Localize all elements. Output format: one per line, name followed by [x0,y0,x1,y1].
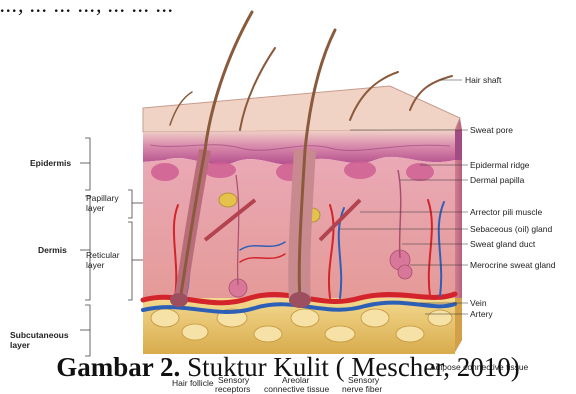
label-sensory-receptors-2: receptors [215,384,250,394]
caption-number: Gambar 2. [56,352,180,382]
label-artery: Artery [470,309,493,319]
label-sweat-pore: Sweat pore [470,125,513,135]
label-epidermal-ridge: Epidermal ridge [470,160,530,170]
caption-text: Stuktur Kulit ( Mescher, 2010) [180,352,519,382]
label-hair-shaft: Hair shaft [465,75,502,85]
label-epidermis: Epidermis [30,158,71,168]
label-sweat-gland-duct: Sweat gland duct [470,239,536,249]
label-sebaceous-gland: Sebaceous (oil) gland [470,224,552,234]
label-dermis: Dermis [38,245,67,255]
label-reticular-2: layer [86,260,105,270]
label-areolar-2: connective tissue [264,384,329,394]
layer-brackets [80,138,143,356]
label-dermal-papilla: Dermal papilla [470,175,525,185]
label-vein: Vein [470,298,487,308]
label-reticular-1: Reticular [86,250,120,260]
label-papillary-1: Papillary [86,193,119,203]
label-subcutaneous-2: layer [10,340,31,350]
label-arrector-pili: Arrector pili muscle [470,207,543,217]
label-sensory-nerve-2: nerve fiber [342,384,382,394]
label-merocrine-gland: Merocrine sweat gland [470,260,556,270]
label-subcutaneous-1: Subcutaneous [10,330,69,340]
figure-caption: Gambar 2. Stuktur Kulit ( Mescher, 2010) [0,352,576,383]
block-side-face [455,118,462,352]
label-papillary-2: layer [86,203,105,213]
